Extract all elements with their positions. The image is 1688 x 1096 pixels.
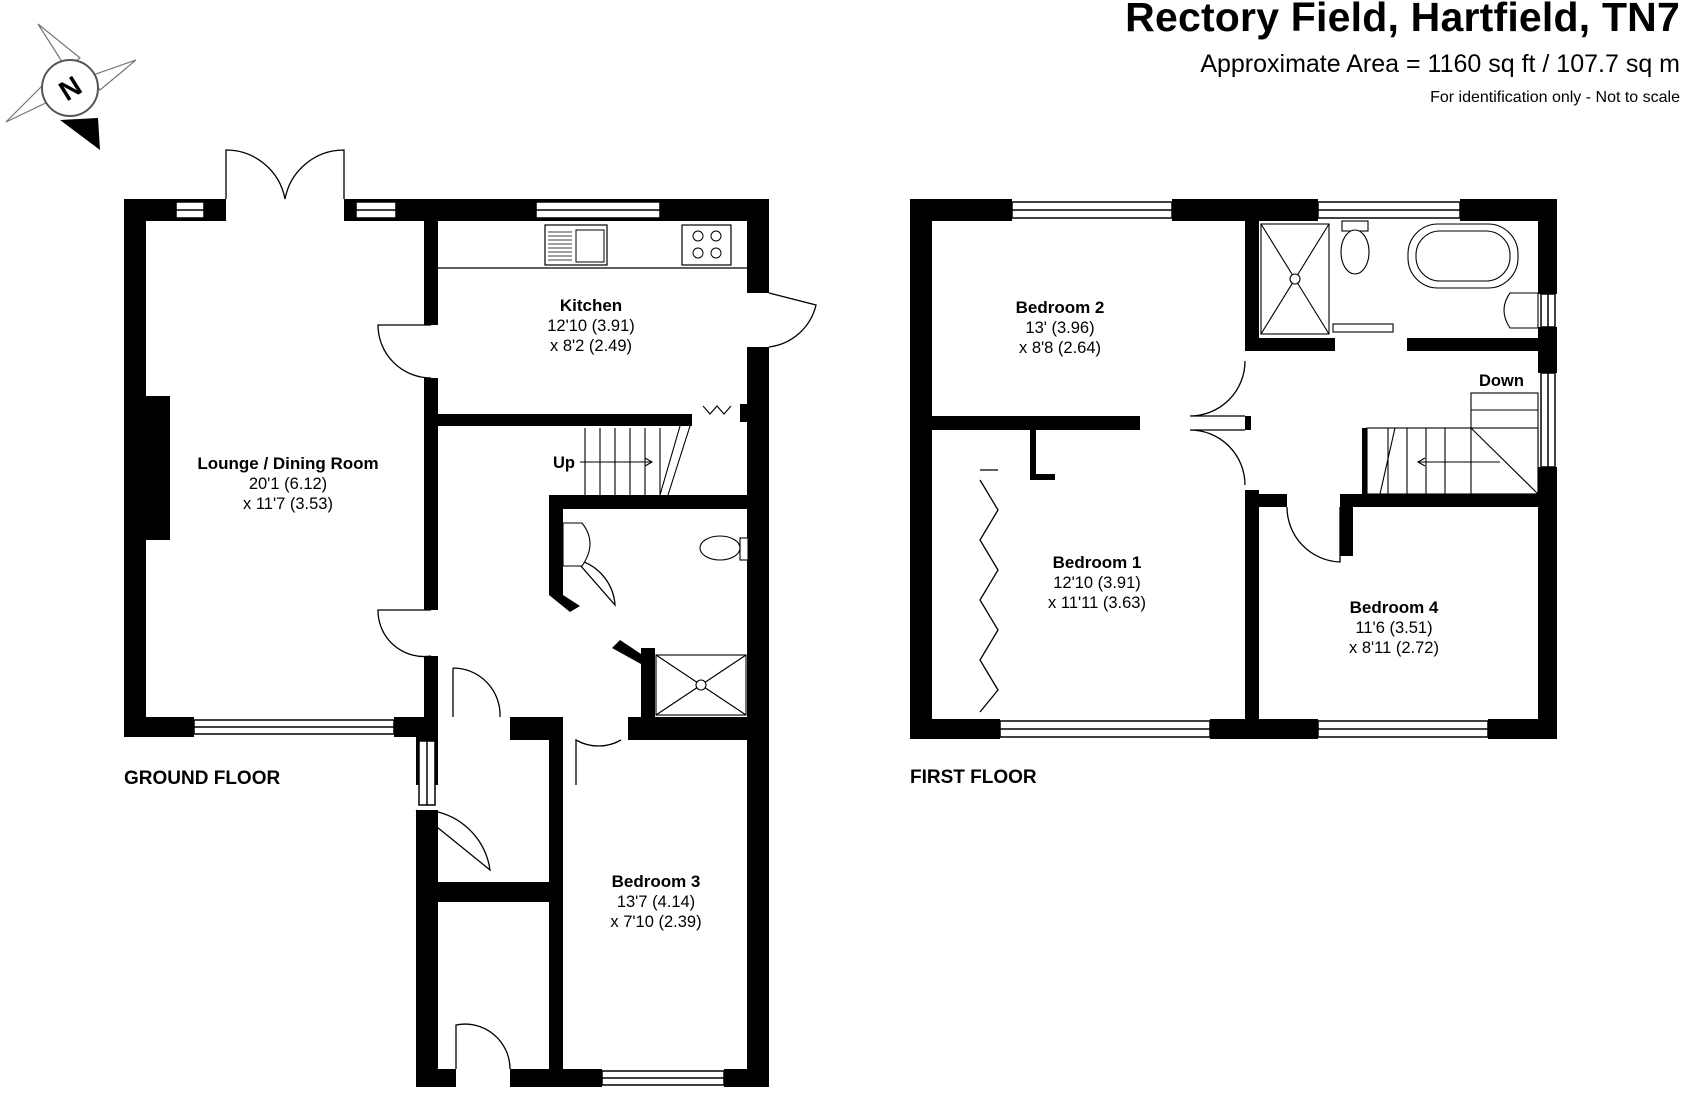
wall: [1030, 430, 1036, 480]
door-swings: [979, 360, 1341, 713]
wall: [612, 640, 650, 669]
stairs-down-label: Down: [1479, 372, 1524, 390]
wall: [424, 378, 438, 610]
bedroom2-dim1: 13' (3.96): [1025, 319, 1094, 337]
basin-icon: [1503, 292, 1539, 329]
chimney-breast: [146, 396, 170, 540]
wall: [724, 1069, 769, 1087]
bedroom3-name: Bedroom 3: [612, 872, 701, 891]
toilet-icon: [699, 535, 741, 561]
wall: [1538, 467, 1557, 739]
wall: [549, 595, 580, 612]
lounge-dim1: 20'1 (6.12): [249, 475, 327, 493]
wall: [1488, 719, 1557, 739]
wall: [1245, 416, 1251, 430]
first-floor-plan: Bedroom 2 13' (3.96) x 8'8 (2.64) Bedroo…: [910, 199, 1557, 788]
wall: [510, 1069, 602, 1087]
bedroom4-dim1: 11'6 (3.51): [1355, 619, 1432, 637]
kitchen-dim1: 12'10 (3.91): [547, 317, 635, 335]
wall: [1245, 221, 1259, 351]
wall: [124, 199, 146, 737]
ground-floor-plan: Lounge / Dining Room 20'1 (6.12) x 11'7 …: [124, 149, 817, 1087]
wall: [1245, 338, 1335, 351]
toilet-icon: [1340, 229, 1370, 275]
wall: [416, 1069, 456, 1087]
wall: [424, 656, 438, 737]
wall: [510, 717, 560, 740]
stairs-down-icon: [1366, 392, 1539, 495]
wall: [1030, 474, 1055, 480]
wall: [124, 199, 226, 221]
wall: [1460, 199, 1557, 221]
approximate-area: Approximate Area = 1160 sq ft / 107.7 sq…: [1200, 50, 1680, 78]
wall: [124, 717, 194, 737]
bedroom4-dim2: x 8'11 (2.72): [1349, 639, 1439, 657]
wall: [424, 414, 692, 426]
lounge-dim2: x 11'7 (3.53): [243, 495, 333, 513]
wall: [424, 221, 438, 325]
bedroom1-dim1: 12'10 (3.91): [1053, 574, 1141, 592]
stairs-up-icon: [580, 405, 732, 496]
bathroom-fittings: [1260, 220, 1539, 335]
wall: [416, 882, 556, 902]
wall: [747, 199, 769, 293]
wall: [910, 199, 932, 739]
wall: [416, 882, 438, 1087]
door-swings: [225, 149, 817, 1070]
wall: [930, 416, 1140, 430]
bedroom1-name: Bedroom 1: [1053, 553, 1142, 572]
wall: [1538, 199, 1557, 294]
wall: [549, 495, 747, 509]
wall: [1172, 199, 1318, 221]
wall: [1245, 494, 1287, 507]
wall: [1362, 428, 1367, 494]
ground-floor-label: GROUND FLOOR: [124, 768, 280, 789]
stairs-up-label: Up: [553, 454, 575, 472]
lounge-name: Lounge / Dining Room: [197, 454, 378, 473]
bedroom2-dim2: x 8'8 (2.64): [1019, 339, 1101, 357]
wall: [740, 404, 749, 422]
wall: [1245, 490, 1259, 739]
bedroom3-dim2: x 7'10 (2.39): [610, 913, 701, 931]
kitchen-dim2: x 8'2 (2.49): [550, 337, 632, 355]
windows: [175, 201, 725, 1086]
wall: [1407, 338, 1538, 351]
bedroom4-name: Bedroom 4: [1350, 598, 1439, 617]
wall: [910, 719, 1000, 739]
basin-icon: [562, 522, 591, 567]
north-compass-icon: N: [5, 23, 137, 150]
hob-icon: [681, 224, 732, 266]
wall: [1538, 327, 1557, 373]
wall: [1210, 719, 1318, 739]
wall: [416, 810, 438, 882]
bedroom3-dim1: 13'7 (4.14): [617, 893, 695, 911]
windows: [999, 201, 1556, 738]
towel-rail-icon: [1332, 323, 1394, 333]
kitchen-counter: [438, 224, 747, 269]
kitchen-name: Kitchen: [560, 296, 622, 315]
wall: [910, 199, 1012, 221]
wall: [628, 717, 769, 740]
first-floor-label: FIRST FLOOR: [910, 767, 1037, 788]
property-title: Rectory Field, Hartfield, TN7: [1125, 0, 1680, 40]
wall: [549, 495, 563, 595]
disclaimer: For identification only - Not to scale: [1430, 89, 1680, 106]
wall: [1340, 494, 1538, 507]
shower-room-fittings: [562, 522, 749, 716]
wall: [1340, 494, 1353, 556]
bedroom1-dim2: x 11'11 (3.63): [1048, 594, 1146, 612]
bedroom2-name: Bedroom 2: [1016, 298, 1105, 317]
